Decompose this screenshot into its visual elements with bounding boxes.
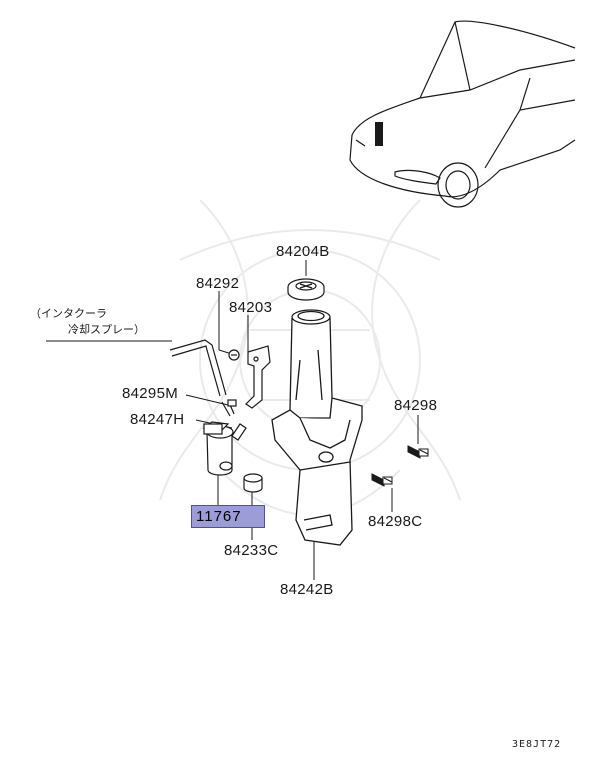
intercooler-spray-note-line1: （インタクーラ <box>30 307 107 320</box>
pump-grommet <box>243 473 263 493</box>
part-label-84204b[interactable]: 84204B <box>276 243 330 260</box>
car-tank-location-marker <box>375 122 383 146</box>
washer-pump <box>202 421 234 476</box>
washer-tank <box>271 309 363 546</box>
bolt-84298 <box>407 445 429 459</box>
bolt-84292 <box>228 349 240 361</box>
diagram-code: 3E8JT72 <box>512 739 562 750</box>
leader-lines <box>46 260 419 580</box>
part-label-84295m[interactable]: 84295M <box>122 385 179 402</box>
part-label-84233c[interactable]: 84233C <box>224 542 279 559</box>
part-label-84298c[interactable]: 84298C <box>368 513 423 530</box>
filler-cap <box>287 278 325 301</box>
part-label-84203[interactable]: 84203 <box>229 299 273 316</box>
washer-hose <box>169 339 237 417</box>
part-label-84242b[interactable]: 84242B <box>280 581 334 598</box>
intercooler-spray-note-line2: 冷却スプレー） <box>68 323 145 336</box>
tank-bracket <box>245 345 271 409</box>
car-outline <box>349 20 576 208</box>
part-label-84292[interactable]: 84292 <box>196 275 240 292</box>
part-label-84298[interactable]: 84298 <box>394 397 438 414</box>
highlighted-part-11767[interactable]: 11767 <box>191 505 265 528</box>
part-label-84247h[interactable]: 84247H <box>130 411 185 428</box>
bolt-84298c <box>371 473 393 487</box>
